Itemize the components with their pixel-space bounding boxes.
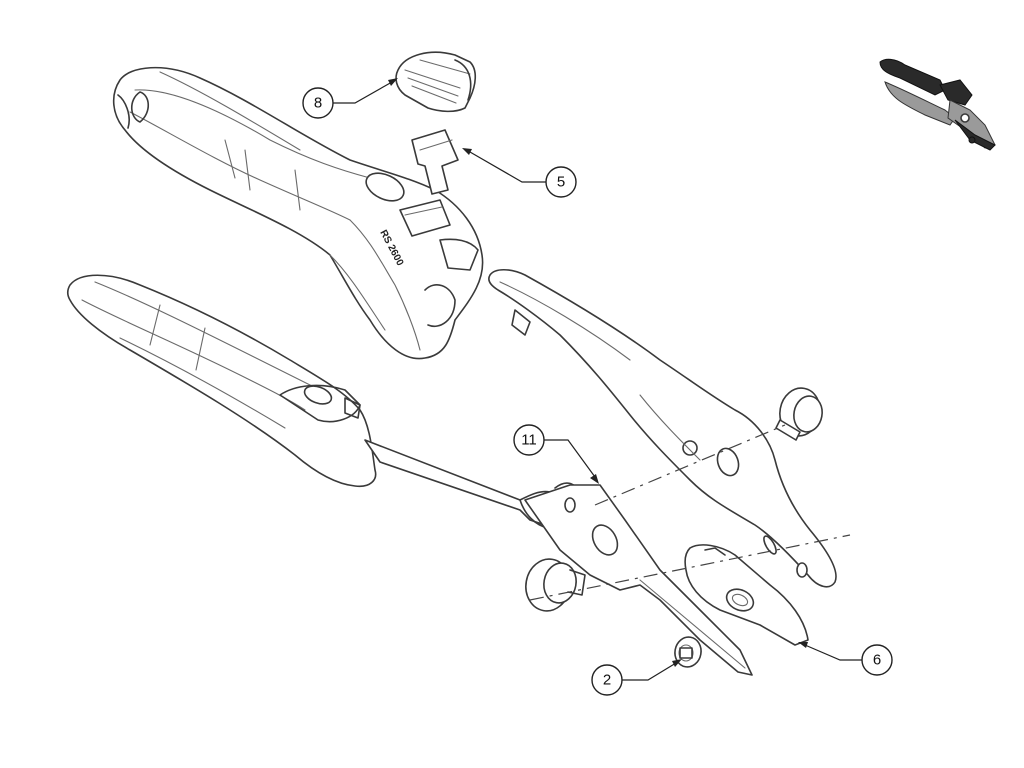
callout-label: 8	[314, 95, 322, 112]
lower-handle	[66, 274, 580, 529]
part-8-pad	[395, 51, 477, 113]
right-jaw-plate	[488, 268, 837, 588]
callout-2: 2	[591, 659, 682, 696]
assembled-tool-thumbnail	[879, 58, 996, 151]
assembly-axis-line	[529, 534, 851, 601]
callout-8: 8	[302, 78, 398, 119]
part-11-blade	[524, 484, 753, 676]
pivot-nut-left	[525, 558, 586, 612]
part-6-lower-blade	[684, 544, 809, 646]
upper-handle: RS 2600	[112, 66, 484, 360]
part-5-latch	[411, 129, 459, 195]
callout-11: 11	[513, 424, 599, 484]
callout-5: 5	[462, 148, 577, 198]
callout-6: 6	[798, 642, 893, 676]
callout-label: 5	[557, 174, 565, 191]
callout-label: 11	[521, 432, 537, 449]
callout-label: 2	[603, 672, 611, 689]
pivot-bolt-right	[775, 387, 823, 441]
assembly-axis-line-2	[594, 424, 786, 506]
callout-label: 6	[873, 652, 881, 669]
